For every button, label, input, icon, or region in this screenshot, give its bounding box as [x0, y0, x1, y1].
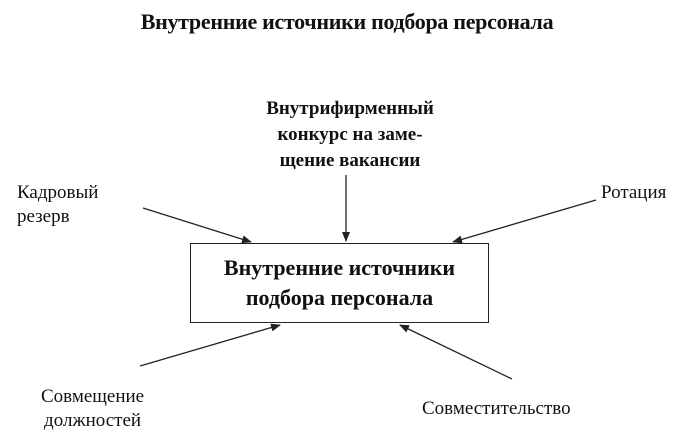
source-personnel-reserve-line: Кадровый: [17, 182, 99, 203]
central-node-line: Внутренние источники: [223, 255, 456, 280]
arrow-from-reserve: [142, 207, 252, 244]
source-internal-competition-line: Внутрифирменный: [266, 98, 434, 119]
central-node-label: Внутренние источники подбора персонала: [224, 253, 455, 313]
source-internal-competition-line: щение вакансии: [279, 150, 421, 171]
source-rotation: Ротация: [601, 182, 667, 203]
arrow-from-rotation: [452, 199, 597, 244]
source-part-time-work: Совместительство: [422, 398, 571, 419]
source-job-combination-line: Совмещение: [41, 386, 145, 407]
source-personnel-reserve-line: резерв: [17, 206, 70, 227]
central-node-line: подбора персонала: [245, 285, 434, 310]
source-personnel-reserve: Кадровый резерв: [17, 181, 98, 229]
source-job-combination: Совмещение должностей: [41, 385, 144, 433]
diagram-title: Внутренние источники подбора персонала: [140, 9, 554, 34]
source-job-combination-line: должностей: [44, 410, 142, 431]
central-node-box: Внутренние источники подбора персонала: [190, 243, 489, 323]
source-internal-competition-line: конкурс на заме-: [277, 124, 423, 145]
arrow-from-combination: [139, 323, 281, 367]
source-internal-competition: Внутрифирменный конкурс на заме- щение в…: [205, 96, 495, 174]
arrow-from-part-time: [399, 324, 513, 380]
